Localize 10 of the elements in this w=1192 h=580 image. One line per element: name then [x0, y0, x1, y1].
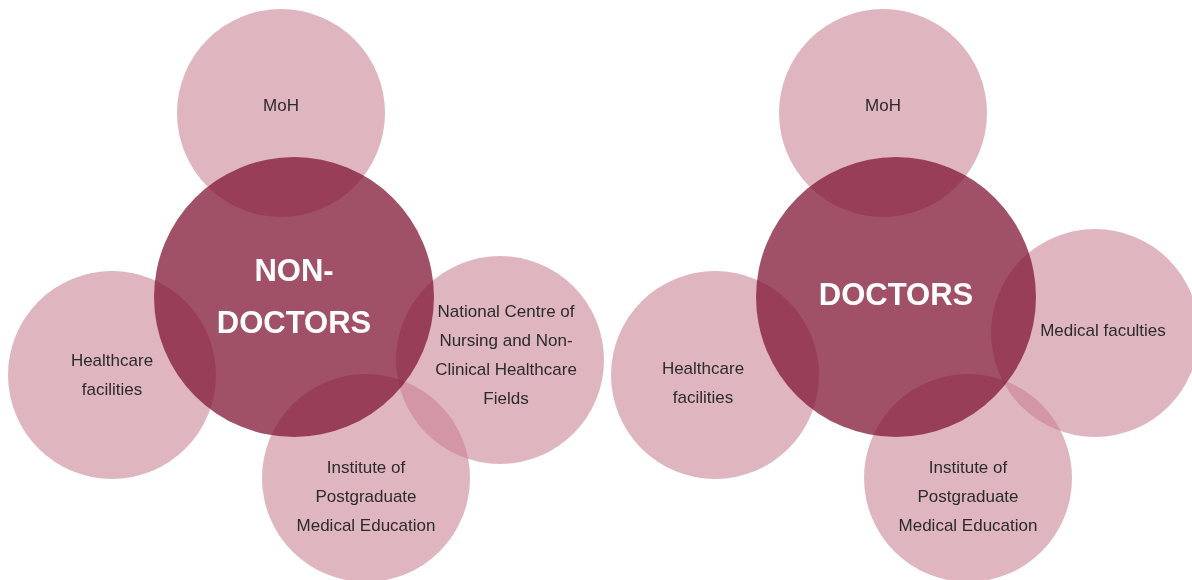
circle-label: Institute of Postgraduate Medical Education [897, 456, 1039, 537]
circle-label: MoH [263, 94, 299, 117]
circle-label: DOCTORS [818, 276, 974, 314]
circle-label: Institute of Postgraduate Medical Education [295, 456, 437, 537]
circle-label: NON-DOCTORS [215, 252, 373, 342]
circle-label: National Centre of Nursing and Non-Clinical Healthcare Fields [435, 301, 577, 410]
circle-label: Medical faculties [1040, 319, 1166, 342]
circle-label: Healthcare facilities [69, 350, 155, 401]
circle-label: Healthcare facilities [660, 358, 746, 409]
circle-label: MoH [865, 94, 901, 117]
